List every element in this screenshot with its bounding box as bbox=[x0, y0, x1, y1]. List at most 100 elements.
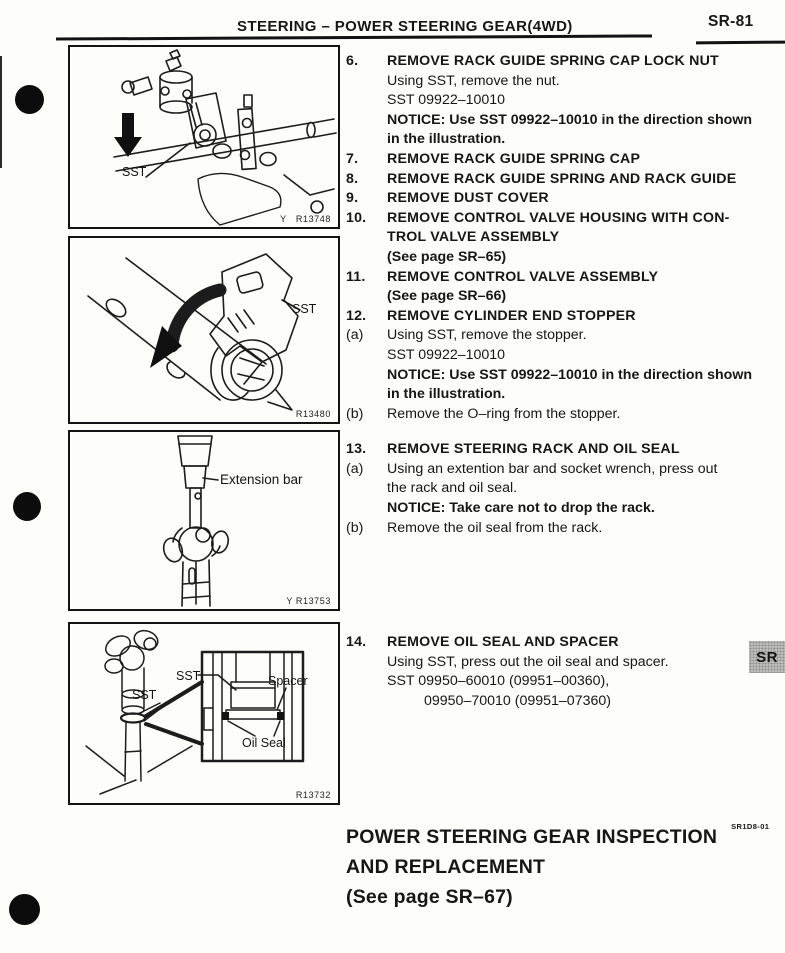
instruction-line: (See page SR–66) bbox=[346, 287, 782, 307]
instruction-step-text: NOTICE: Take care not to drop the rack. bbox=[387, 500, 655, 517]
instruction-step-label bbox=[346, 366, 387, 386]
instruction-step-text: REMOVE CONTROL VALVE HOUSING WITH CON- bbox=[387, 209, 730, 226]
next-section-heading: POWER STEERING GEAR INSPECTION SR1D8-01 A… bbox=[346, 812, 778, 912]
instruction-step-text: 09950–70010 (09951–07360) bbox=[424, 693, 611, 710]
figure-reference-number: Y R13748 bbox=[280, 214, 331, 224]
instruction-step-text: REMOVE CYLINDER END STOPPER bbox=[387, 307, 636, 324]
instruction-step-text: REMOVE CONTROL VALVE ASSEMBLY bbox=[387, 268, 659, 285]
figure-extension-bar: Extension bar Y R13753 bbox=[68, 430, 340, 611]
instruction-step-text: in the illustration. bbox=[387, 386, 506, 403]
extension-bar-illustration bbox=[162, 435, 230, 607]
instruction-step-text: Remove the O–ring from the stopper. bbox=[387, 405, 621, 422]
instruction-step-label bbox=[346, 653, 387, 673]
instruction-step-label: 14. bbox=[346, 634, 367, 651]
instruction-step-text: Using SST, remove the stopper. bbox=[387, 327, 587, 344]
instruction-step-label bbox=[346, 346, 387, 366]
instruction-line: 12. REMOVE CYLINDER END STOPPER bbox=[346, 307, 782, 327]
stopper-sst-illustration bbox=[87, 253, 301, 411]
instruction-step-text: (See page SR–66) bbox=[387, 288, 507, 305]
steering-gear-sst-illustration bbox=[113, 49, 337, 226]
figure-reference-number: R13732 bbox=[295, 790, 331, 800]
instruction-line: 10. REMOVE CONTROL VALVE HOUSING WITH CON… bbox=[346, 209, 782, 229]
next-section-title-line1: POWER STEERING GEAR INSPECTION bbox=[346, 826, 718, 848]
instruction-line: 6. REMOVE RACK GUIDE SPRING CAP LOCK NUT bbox=[346, 52, 782, 72]
page-title: STEERING – POWER STEERING GEAR(4WD) bbox=[237, 18, 573, 35]
figure-label-sst-inset: SST bbox=[176, 669, 201, 683]
instruction-line: TROL VALVE ASSEMBLY bbox=[346, 228, 782, 248]
page-number-rule bbox=[695, 40, 785, 44]
figure-label-extension-bar: Extension bar bbox=[220, 472, 303, 487]
instruction-line: SST 09922–10010 bbox=[346, 91, 782, 111]
scan-edge-artifact bbox=[0, 56, 2, 168]
instruction-step-text: REMOVE OIL SEAL AND SPACER bbox=[387, 634, 619, 651]
instruction-line: 9. REMOVE DUST COVER bbox=[346, 189, 782, 209]
figure-label-sst: SST bbox=[122, 165, 147, 179]
instruction-step-text: SST 09922–10010 bbox=[387, 92, 506, 109]
instruction-step-text: REMOVE RACK GUIDE SPRING CAP LOCK NUT bbox=[387, 53, 719, 69]
instruction-line: NOTICE: Use SST 09922–10010 in the direc… bbox=[346, 366, 782, 386]
instruction-line: 8. REMOVE RACK GUIDE SPRING AND RACK GUID… bbox=[346, 170, 782, 190]
instruction-line: 13.REMOVE STEERING RACK AND OIL SEAL bbox=[346, 440, 782, 460]
figure-reference-number: Y R13753 bbox=[286, 596, 331, 606]
instruction-step-label: (a) bbox=[346, 460, 364, 477]
instruction-step-text: REMOVE RACK GUIDE SPRING AND RACK GUIDE bbox=[387, 170, 737, 187]
instruction-step-text: REMOVE DUST COVER bbox=[387, 190, 549, 207]
instruction-step-text: in the illustration. bbox=[387, 131, 506, 148]
instruction-step-label: (b) bbox=[346, 405, 364, 422]
instruction-line: Using SST, remove the nut. bbox=[346, 72, 782, 92]
instruction-step-label: 13. bbox=[346, 441, 367, 458]
instruction-step-text: (See page SR–65) bbox=[387, 248, 507, 265]
instruction-line: NOTICE: Use SST 09922–10010 in the direc… bbox=[346, 111, 782, 131]
figure-rack-guide-lock-nut: SST Y R13748 bbox=[68, 45, 340, 229]
instruction-step-label bbox=[346, 479, 387, 499]
instruction-step-label bbox=[346, 111, 387, 131]
instruction-step-label bbox=[346, 228, 387, 248]
instruction-step-text: SST 09922–10010 bbox=[387, 346, 506, 363]
instruction-line: (See page SR–65) bbox=[346, 248, 782, 268]
instruction-step-label: 7. bbox=[346, 150, 359, 167]
instruction-step-label: (a) bbox=[346, 327, 364, 344]
instruction-step-text: Remove the oil seal from the rack. bbox=[387, 519, 603, 536]
procedure-code: SR1D8-01 bbox=[731, 822, 770, 831]
figure-cylinder-end-stopper: SST R13480 bbox=[68, 236, 340, 424]
instruction-step-text: the rack and oil seal. bbox=[387, 480, 518, 497]
instruction-line: 11. REMOVE CONTROL VALVE ASSEMBLY bbox=[346, 268, 782, 288]
instruction-line: the rack and oil seal. bbox=[346, 479, 782, 499]
instruction-step-text: REMOVE RACK GUIDE SPRING CAP bbox=[387, 150, 641, 167]
instruction-step-text: NOTICE: Use SST 09922–10010 in the direc… bbox=[387, 366, 753, 383]
instruction-line: (a) Using an extention bar and socket wre… bbox=[346, 460, 782, 480]
instruction-line: SST 09950–60010 (09951–00360), bbox=[346, 672, 782, 692]
instruction-line: in the illustration. bbox=[346, 130, 782, 150]
instruction-step-label bbox=[346, 72, 387, 92]
instruction-step-label bbox=[346, 499, 387, 519]
next-section-title-line2: AND REPLACEMENT bbox=[346, 856, 546, 878]
instruction-step-label bbox=[346, 248, 387, 268]
instruction-step-label bbox=[346, 91, 387, 111]
instruction-step-text: Using an extention bar and socket wrench… bbox=[387, 460, 718, 477]
instruction-step-text: TROL VALVE ASSEMBLY bbox=[387, 229, 560, 246]
instruction-step-label: 8. bbox=[346, 170, 359, 187]
instruction-line: (b) Remove the O–ring from the stopper. bbox=[346, 405, 782, 425]
instruction-step-label bbox=[346, 692, 387, 712]
binder-hole bbox=[13, 492, 41, 521]
instruction-step-label: 9. bbox=[346, 190, 359, 207]
instruction-step-label: 11. bbox=[346, 268, 366, 285]
next-section-see-page: (See page SR–67) bbox=[346, 886, 513, 908]
instruction-step-label bbox=[346, 672, 387, 692]
instruction-step-text: SST 09950–60010 (09951–00360), bbox=[387, 673, 610, 690]
instruction-line: (a) Using SST, remove the stopper. bbox=[346, 326, 782, 346]
figure-label-sst: SST bbox=[292, 302, 317, 316]
instruction-line: Using SST, press out the oil seal and sp… bbox=[346, 653, 782, 673]
instruction-step-label: 6. bbox=[346, 53, 359, 69]
instruction-step-label: 10. bbox=[346, 209, 367, 226]
page-number: SR-81 bbox=[708, 13, 754, 30]
instruction-list: 6. REMOVE RACK GUIDE SPRING CAP LOCK NUT U… bbox=[346, 52, 782, 712]
binder-hole bbox=[9, 894, 40, 925]
instruction-step-label: 12. bbox=[346, 307, 367, 324]
figure-label-spacer: Spacer bbox=[268, 674, 308, 688]
instruction-line: (b)Remove the oil seal from the rack. bbox=[346, 519, 782, 539]
instruction-step-label bbox=[346, 287, 387, 307]
instruction-step-text: Using SST, press out the oil seal and sp… bbox=[387, 653, 669, 670]
figure-label-oil-seal: Oil Seal bbox=[242, 736, 286, 750]
